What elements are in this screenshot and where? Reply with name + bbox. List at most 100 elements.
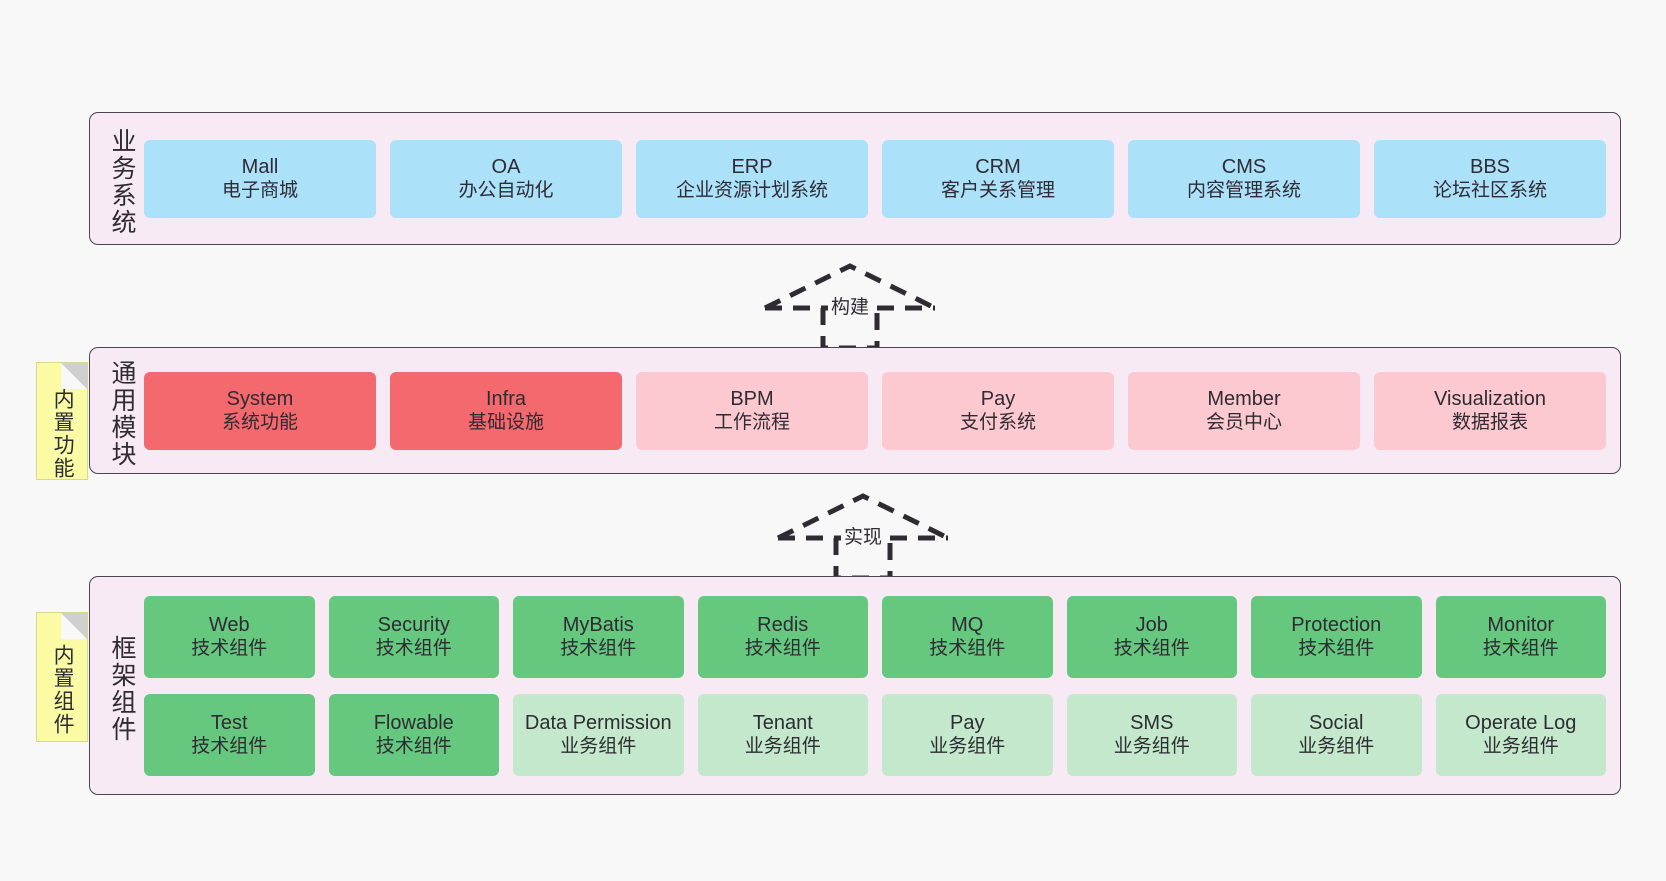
card-title-cn: 技术组件 (1482, 638, 1559, 660)
sticky-fold-corner-icon (61, 613, 87, 639)
card-title-en: Social (1309, 711, 1364, 734)
card-title-cn: 技术组件 (375, 736, 452, 758)
card-title-en: ERP (731, 155, 773, 178)
card-redis[interactable]: Redis 技术组件 (697, 595, 868, 678)
card-crm[interactable]: CRM 客户关系管理 (882, 139, 1114, 218)
card-title-cn: 技术组件 (375, 638, 452, 660)
card-sms[interactable]: SMS 业务组件 (1066, 693, 1237, 776)
card-title-en: Tenant (752, 711, 813, 734)
card-infra[interactable]: Infra 基础设施 (390, 371, 622, 450)
card-title-en: BBS (1469, 155, 1511, 178)
card-title-cn: 工作流程 (713, 412, 790, 434)
card-title-en: Pay (950, 711, 985, 734)
card-web[interactable]: Web 技术组件 (144, 595, 315, 678)
card-title-cn: 论坛社区系统 (1432, 180, 1547, 202)
card-mybatis[interactable]: MyBatis 技术组件 (513, 595, 684, 678)
card-title-en: Mall (241, 155, 279, 178)
card-title-cn: 业务组件 (744, 736, 821, 758)
card-job[interactable]: Job 技术组件 (1066, 595, 1237, 678)
card-title-en: SMS (1130, 711, 1174, 734)
layer-title-common-module: 通用模块 (108, 359, 136, 468)
card-title-en: Pay (980, 387, 1016, 410)
card-title-cn: 技术组件 (744, 638, 821, 660)
card-protection[interactable]: Protection 技术组件 (1251, 595, 1422, 678)
card-social[interactable]: Social 业务组件 (1251, 693, 1422, 776)
card-data-permission[interactable]: Data Permission 业务组件 (513, 693, 684, 776)
sticky-note-builtin-function: 内置功能 (36, 362, 88, 480)
card-title-cn: 技术组件 (191, 736, 268, 758)
layer-business-system: 业务系统 Mall 电子商城 OA 办公自动化 ERP 企业资源计划系统 CRM… (89, 112, 1621, 245)
card-visualization[interactable]: Visualization 数据报表 (1374, 371, 1606, 450)
card-title-en: BPM (730, 387, 774, 410)
card-member[interactable]: Member 会员中心 (1128, 371, 1360, 450)
card-tenant[interactable]: Tenant 业务组件 (697, 693, 868, 776)
card-cms[interactable]: CMS 内容管理系统 (1128, 139, 1360, 218)
card-title-cn: 客户关系管理 (940, 180, 1055, 202)
sticky-note-label: 内置功能 (51, 388, 75, 480)
layer-title-business-system: 业务系统 (108, 127, 136, 236)
card-title-cn: 技术组件 (1298, 638, 1375, 660)
layer-common-module: 通用模块 System 系统功能 Infra 基础设施 BPM 工作流程 Pay… (89, 347, 1621, 474)
card-title-en: Visualization (1434, 387, 1546, 410)
card-title-en: Redis (757, 613, 809, 636)
card-pay-component[interactable]: Pay 业务组件 (882, 693, 1053, 776)
card-title-en: MQ (951, 613, 984, 636)
card-title-en: Flowable (373, 711, 454, 734)
card-title-en: Data Permission (524, 711, 672, 734)
card-security[interactable]: Security 技术组件 (328, 595, 499, 678)
card-title-cn: 业务组件 (1482, 736, 1559, 758)
card-title-en: MyBatis (562, 613, 634, 636)
connector-implement-label: 实现 (840, 522, 886, 549)
card-title-cn: 技术组件 (1113, 638, 1190, 660)
card-title-cn: 办公自动化 (458, 180, 554, 202)
card-title-en: Member (1207, 387, 1281, 410)
card-mq[interactable]: MQ 技术组件 (882, 595, 1053, 678)
layer-title-framework-component: 框架组件 (108, 634, 136, 743)
sticky-note-builtin-component: 内置组件 (36, 612, 88, 742)
card-title-cn: 企业资源计划系统 (675, 180, 828, 202)
card-title-en: Security (377, 613, 450, 636)
business-system-card-list: Mall 电子商城 OA 办公自动化 ERP 企业资源计划系统 CRM 客户关系… (136, 113, 1620, 244)
sticky-fold-corner-icon (61, 363, 87, 389)
card-title-cn: 业务组件 (1298, 736, 1375, 758)
layer-framework-component: 框架组件 Web 技术组件 Security 技术组件 MyBatis 技术组件… (89, 576, 1621, 795)
card-title-cn: 技术组件 (929, 638, 1006, 660)
card-title-en: Protection (1291, 613, 1382, 636)
card-title-cn: 业务组件 (929, 736, 1006, 758)
card-title-cn: 电子商城 (221, 180, 298, 202)
card-title-cn: 业务组件 (1113, 736, 1190, 758)
card-title-en: Test (210, 711, 248, 734)
sticky-note-label: 内置组件 (51, 644, 75, 736)
card-monitor[interactable]: Monitor 技术组件 (1435, 595, 1606, 678)
card-pay[interactable]: Pay 支付系统 (882, 371, 1114, 450)
card-title-cn: 基础设施 (467, 412, 544, 434)
connector-build: 构建 (755, 258, 945, 351)
connector-build-label: 构建 (827, 292, 873, 319)
card-title-cn: 系统功能 (221, 412, 298, 434)
card-title-cn: 数据报表 (1451, 412, 1528, 434)
card-mall[interactable]: Mall 电子商城 (144, 139, 376, 218)
card-title-en: System (226, 387, 294, 410)
card-title-cn: 内容管理系统 (1186, 180, 1301, 202)
card-title-en: Job (1135, 613, 1168, 636)
card-title-en: Monitor (1487, 613, 1555, 636)
card-bpm[interactable]: BPM 工作流程 (636, 371, 868, 450)
card-oa[interactable]: OA 办公自动化 (390, 139, 622, 218)
card-system[interactable]: System 系统功能 (144, 371, 376, 450)
card-bbs[interactable]: BBS 论坛社区系统 (1374, 139, 1606, 218)
card-title-en: Operate Log (1465, 711, 1577, 734)
framework-component-card-list: Web 技术组件 Security 技术组件 MyBatis 技术组件 Redi… (136, 577, 1620, 794)
common-module-card-list: System 系统功能 Infra 基础设施 BPM 工作流程 Pay 支付系统… (136, 348, 1620, 473)
card-flowable[interactable]: Flowable 技术组件 (328, 693, 499, 776)
card-title-en: OA (491, 155, 521, 178)
card-erp[interactable]: ERP 企业资源计划系统 (636, 139, 868, 218)
card-title-en: CRM (975, 155, 1021, 178)
card-operate-log[interactable]: Operate Log 业务组件 (1435, 693, 1606, 776)
card-title-cn: 会员中心 (1205, 412, 1282, 434)
card-title-en: Infra (485, 387, 527, 410)
card-title-cn: 技术组件 (560, 638, 637, 660)
card-title-cn: 技术组件 (191, 638, 268, 660)
card-test[interactable]: Test 技术组件 (144, 693, 315, 776)
connector-implement: 实现 (768, 488, 958, 581)
